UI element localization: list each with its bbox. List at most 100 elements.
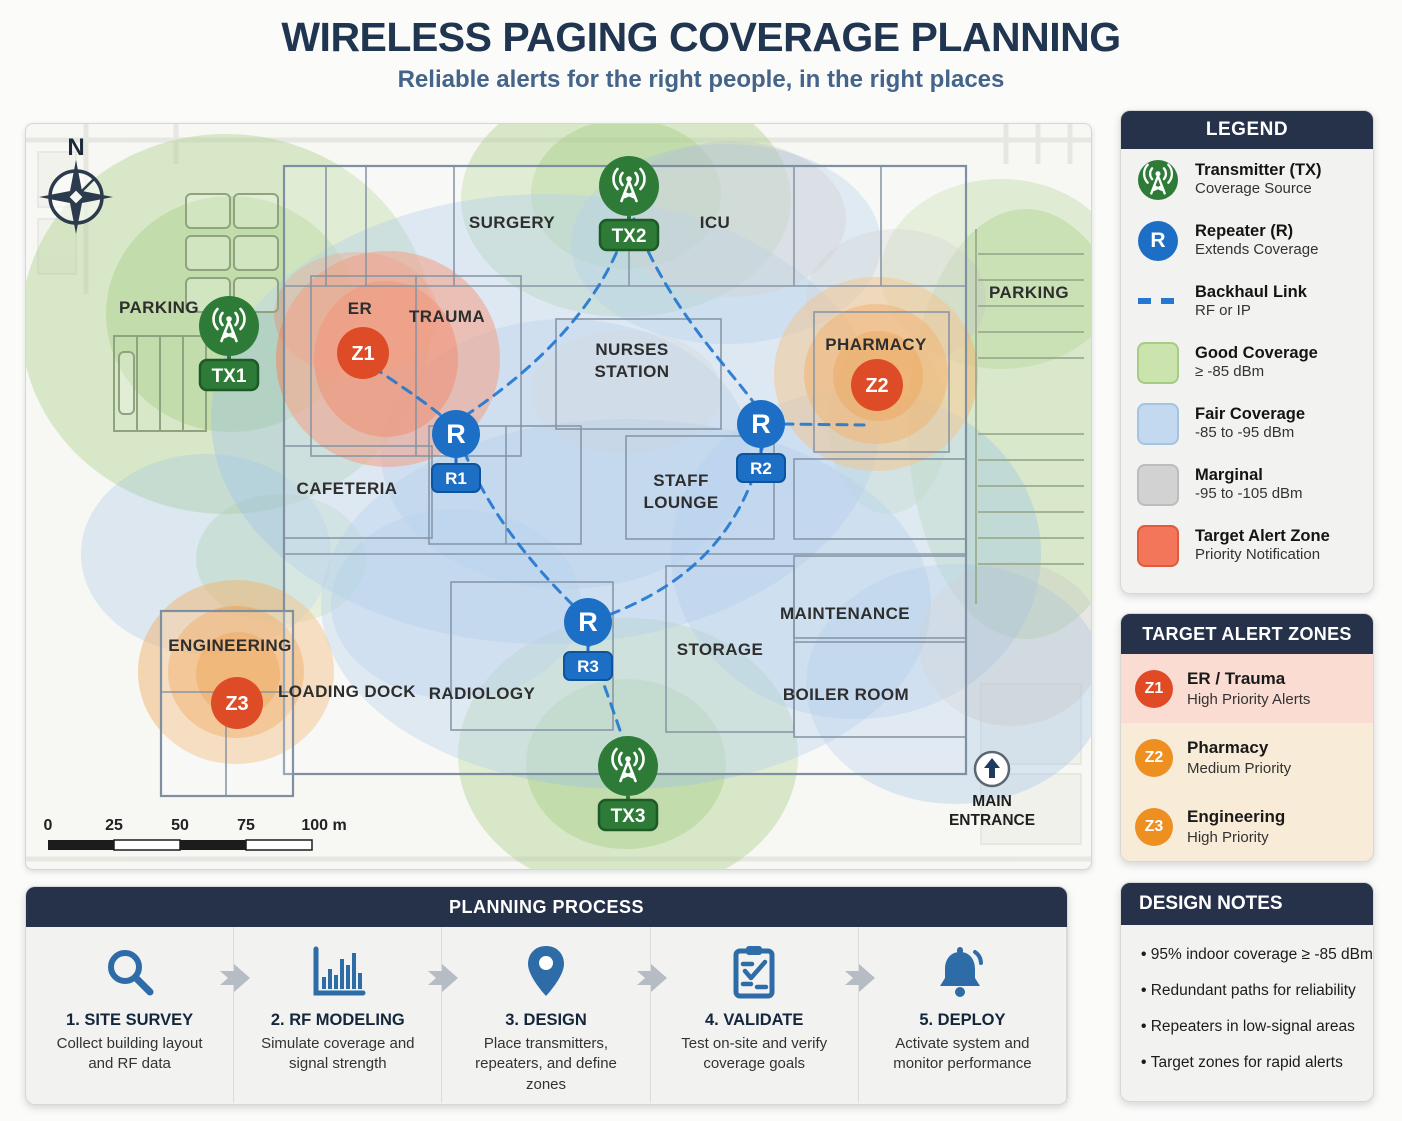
z3-badge: Z3 (1135, 807, 1173, 846)
zone-row-z2: Z2 Pharmacy Medium Priority (1121, 723, 1373, 792)
legend-item-good: Good Coverage ≥ -85 dBm (1121, 332, 1373, 393)
transmitter-label-tx1: TX1 (212, 366, 247, 387)
room-label-parking-right: PARKING (989, 283, 1069, 302)
zone-badge-z3: Z3 (211, 677, 263, 729)
scale-100: 100 m (301, 817, 346, 834)
room-label-er: ER (348, 299, 372, 318)
design-note: 95% indoor coverage ≥ -85 dBm (1141, 937, 1373, 973)
design-notes-list: 95% indoor coverage ≥ -85 dBm Redundant … (1121, 937, 1373, 1081)
transmitter-tx1: TX1 (198, 296, 260, 392)
fair-coverage-swatch (1137, 402, 1179, 445)
process-arrow-icon (843, 963, 877, 998)
legend-item-backhaul: Backhaul Link RF or IP (1121, 271, 1373, 332)
svg-text:Z2: Z2 (865, 375, 888, 397)
room-label-boiler-room: BOILER ROOM (783, 685, 909, 704)
design-notes-panel: DESIGN NOTES 95% indoor coverage ≥ -85 d… (1120, 882, 1374, 1102)
transmitter-tx3: TX3 (597, 736, 659, 832)
svg-text:R: R (751, 409, 771, 439)
page-subtitle: Reliable alerts for the right people, in… (397, 66, 1005, 93)
svg-text:R: R (446, 419, 466, 449)
room-label-nurses-1: NURSES (595, 340, 668, 359)
clipboard-check-icon (731, 941, 777, 1003)
svg-text:R: R (578, 607, 598, 637)
marginal-coverage-swatch (1137, 463, 1179, 506)
map-pin-icon (524, 941, 568, 1003)
scale-0: 0 (44, 817, 53, 834)
legend-item-target-zone: Target Alert Zone Priority Notification (1121, 515, 1373, 576)
backhaul-link-icon (1138, 293, 1178, 311)
room-label-parking-left: PARKING (119, 298, 199, 317)
scale-75: 75 (237, 817, 255, 834)
repeater-label-r2: R2 (750, 459, 772, 478)
process-step-validate: 4. VALIDATE Test on-site and verify cove… (651, 927, 859, 1103)
repeater-r3: R R3 (563, 598, 613, 681)
process-step-site-survey: 1. SITE SURVEY Collect building layout a… (26, 927, 235, 1103)
legend-item-marginal: Marginal -95 to -105 dBm (1121, 454, 1373, 515)
repeater-r2: R R2 (736, 400, 786, 483)
legend-title: LEGEND (1121, 111, 1373, 149)
room-label-maintenance: MAINTENANCE (780, 604, 910, 623)
repeater-icon: R (1138, 220, 1178, 261)
compass-label: N (67, 134, 84, 161)
room-label-icu: ICU (700, 213, 730, 232)
scale-50: 50 (171, 817, 189, 834)
bell-icon (935, 941, 989, 1003)
svg-text:Z1: Z1 (351, 343, 374, 365)
room-label-staff-2: LOUNGE (643, 493, 718, 512)
room-label-radiology: RADIOLOGY (429, 684, 536, 703)
process-step-design: 3. DESIGN Place transmitters, repeaters,… (442, 927, 651, 1103)
zone-badge-z1: Z1 (337, 327, 389, 379)
design-note: Repeaters in low-signal areas (1141, 1009, 1361, 1045)
entrance-arrow-icon (984, 758, 1000, 778)
process-step-deploy: 5. DEPLOY Activate system and monitor pe… (859, 927, 1068, 1103)
page-title: WIRELESS PAGING COVERAGE PLANNING (281, 14, 1121, 60)
target-alert-zones-panel: TARGET ALERT ZONES Z1 ER / Trauma High P… (1120, 613, 1374, 862)
room-label-loading-dock: LOADING DOCK (278, 682, 416, 701)
process-arrow-icon (635, 963, 669, 998)
legend-item-fair: Fair Coverage -85 to -95 dBm (1121, 393, 1373, 454)
entrance-label-2: ENTRANCE (949, 812, 1035, 829)
z1-badge: Z1 (1135, 669, 1173, 708)
room-label-nurses-2: STATION (595, 362, 670, 381)
planning-process-title: PLANNING PROCESS (26, 887, 1067, 927)
target-zone-swatch (1137, 524, 1179, 567)
transmitter-label-tx3: TX3 (611, 806, 646, 827)
bar-chart-icon (309, 941, 367, 1003)
room-label-surgery: SURGERY (469, 213, 556, 232)
zone-badge-z2: Z2 (851, 359, 903, 411)
legend-panel: LEGEND Transmitter (TX) Coverage Source … (1120, 110, 1374, 594)
building-walls (159, 164, 968, 798)
repeater-label-r3: R3 (577, 657, 599, 676)
legend-item-repeater: R Repeater (R) Extends Coverage (1121, 210, 1373, 271)
scale-bar: 0 25 50 75 100 m (44, 817, 347, 851)
room-label-engineering: ENGINEERING (168, 636, 291, 655)
transmitter-label-tx2: TX2 (612, 226, 647, 247)
transmitter-tx2: TX2 (598, 156, 660, 252)
compass-rose: N (39, 134, 113, 234)
svg-text:Z3: Z3 (225, 693, 248, 715)
magnifier-icon (103, 941, 157, 1003)
entrance-label-1: MAIN (972, 793, 1012, 810)
room-label-pharmacy: PHARMACY (825, 335, 927, 354)
street-grid (26, 124, 1091, 862)
room-label-storage: STORAGE (677, 640, 764, 659)
parking-stalls-right (975, 229, 1084, 604)
room-label-trauma: TRAUMA (409, 307, 485, 326)
zone-row-z3: Z3 Engineering High Priority (1121, 792, 1373, 861)
transmitter-icon (1138, 159, 1178, 200)
coverage-map: .rlabel{font:700 17px "Liberation Sans",… (26, 124, 1091, 869)
process-step-rf-modeling: 2. RF MODELING Simulate coverage and sig… (234, 927, 443, 1103)
design-note: Target zones for rapid alerts (1141, 1045, 1361, 1081)
main-entrance-marker: MAIN ENTRANCE (949, 750, 1035, 829)
zone-row-z1: Z1 ER / Trauma High Priority Alerts (1121, 654, 1373, 723)
good-coverage-swatch (1137, 341, 1179, 384)
design-notes-title: DESIGN NOTES (1121, 883, 1373, 925)
room-label-staff-1: STAFF (653, 471, 709, 490)
coverage-map-panel: .rlabel{font:700 17px "Liberation Sans",… (25, 123, 1092, 870)
repeater-label-r1: R1 (445, 469, 467, 488)
process-arrow-icon (218, 963, 252, 998)
design-note: Redundant paths for reliability (1141, 973, 1361, 1009)
repeater-r1: R R1 (431, 410, 481, 493)
room-label-cafeteria: CAFETERIA (297, 479, 398, 498)
